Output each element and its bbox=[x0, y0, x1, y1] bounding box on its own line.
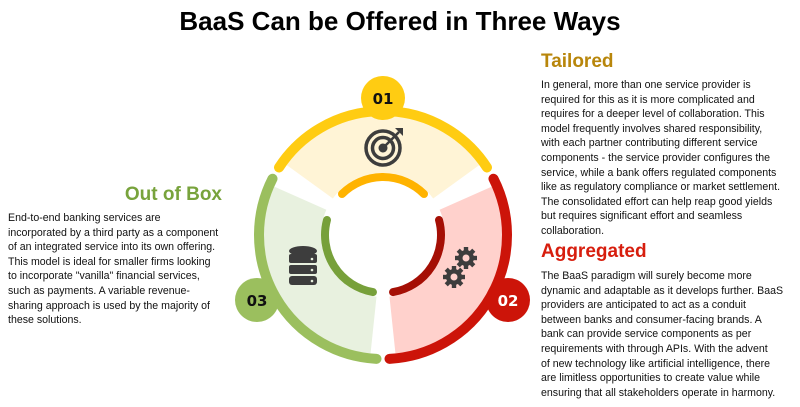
description-line: End-to-end banking services are bbox=[8, 212, 161, 224]
description-line: like as regulatory compliance or market … bbox=[541, 181, 781, 194]
description-line: In general, more than one service provid… bbox=[541, 79, 751, 91]
description-line: are limitless opportunities to create va… bbox=[541, 372, 761, 385]
gears-icon bbox=[443, 247, 477, 288]
description-line: model frequently involves shared respons… bbox=[541, 122, 763, 135]
description-line: sharing approach is used by the majority… bbox=[8, 299, 210, 312]
description-line: The BaaS paradigm will surely become mor… bbox=[541, 270, 752, 282]
description-line: dynamic and adaptable as it develops fur… bbox=[541, 284, 784, 297]
description-line: but requires significant effort and seam… bbox=[541, 210, 743, 223]
description-line: of an integrated service into its own of… bbox=[8, 241, 216, 254]
description-line: requires for a deeper level of collabora… bbox=[541, 108, 765, 121]
description-line: ensuring that all stakeholders operate i… bbox=[541, 386, 776, 399]
description-line: incorporated by a third party as a compo… bbox=[8, 226, 219, 239]
aggregated-heading: Aggregated bbox=[541, 241, 647, 262]
tailored-segment bbox=[274, 106, 492, 199]
svg-text:01: 01 bbox=[373, 90, 394, 108]
description-line: required for this as it is more complica… bbox=[541, 93, 755, 106]
description-line: collaboration. bbox=[541, 224, 605, 237]
description-line: requirements with through APIs. With the… bbox=[541, 342, 768, 355]
description-line: bank can provide service components as p… bbox=[541, 328, 752, 341]
out-of-box-description: End-to-end banking services are incorpora… bbox=[8, 211, 218, 328]
description-line: components - the service provider config… bbox=[541, 151, 771, 164]
description-line: such as payments. A variable revenue- bbox=[8, 284, 190, 297]
badge-02: 02 bbox=[486, 278, 530, 322]
target-icon bbox=[364, 128, 403, 167]
description-line: This model is ideal for smaller firms lo… bbox=[8, 255, 211, 268]
out-of-box-heading: Out of Box bbox=[124, 184, 222, 205]
page-title: BaaS Can be Offered in Three Ways bbox=[179, 6, 621, 36]
tailored-description: In general, more than one service provid… bbox=[541, 78, 780, 239]
badge-01: 01 bbox=[361, 76, 405, 120]
out-of-box-sector bbox=[262, 186, 377, 355]
aggregated-description: The BaaS paradigm will surely become mor… bbox=[541, 269, 783, 400]
description-line: service, while a bank offers regulated c… bbox=[541, 166, 777, 179]
description-line: providers are anticipated to act as a co… bbox=[541, 299, 746, 312]
out-of-box-segment bbox=[254, 173, 382, 364]
out-of-box-inner-arc bbox=[321, 215, 377, 297]
svg-text:03: 03 bbox=[247, 292, 268, 310]
database-icon bbox=[289, 246, 317, 285]
description-line: to incorporate "vanilla" financial servi… bbox=[8, 270, 200, 283]
badge-03: 03 bbox=[235, 278, 279, 322]
description-line: The consolidated effort can help reap go… bbox=[541, 195, 773, 208]
description-line: of new technology like artificial intell… bbox=[541, 357, 771, 370]
description-line: with each partner contributing different… bbox=[541, 137, 758, 150]
tailored-inner-arc bbox=[337, 173, 429, 198]
tailored-heading: Tailored bbox=[541, 51, 614, 72]
description-line: these solutions. bbox=[8, 314, 82, 327]
description-line: between banks and consumer-facing brands… bbox=[541, 313, 762, 326]
aggregated-inner-arc bbox=[389, 215, 445, 297]
svg-text:02: 02 bbox=[498, 292, 519, 310]
